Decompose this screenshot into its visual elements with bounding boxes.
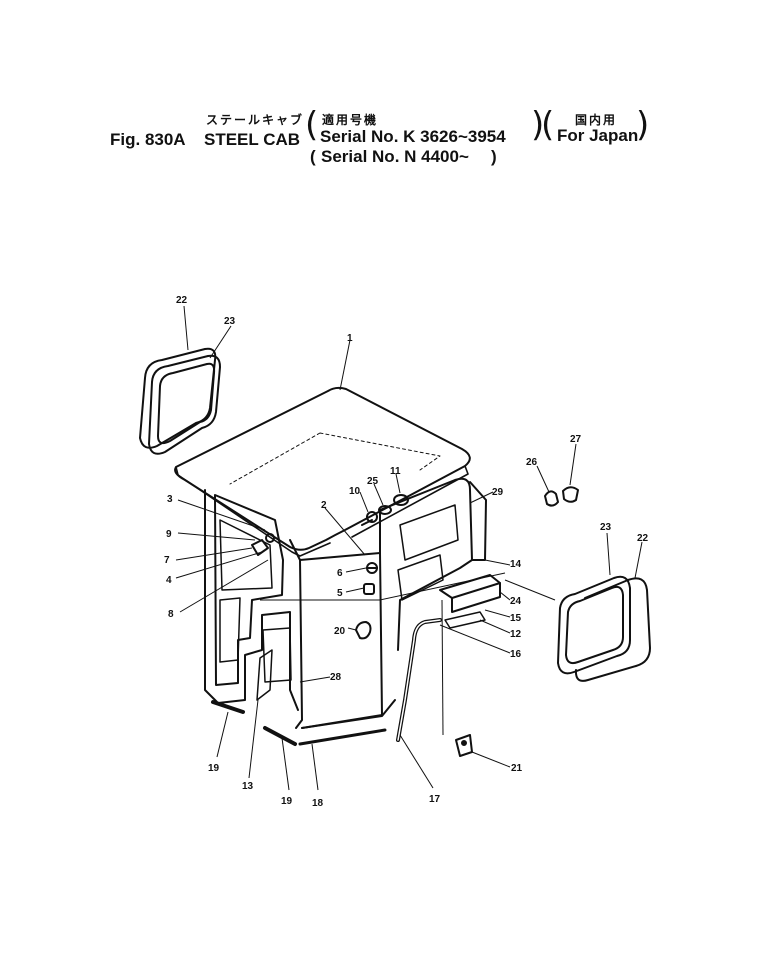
callout-28: 28 xyxy=(330,672,342,683)
callout-11: 11 xyxy=(390,466,401,477)
callout-1: 1 xyxy=(347,333,353,344)
callout-labels: 22 23 1 3 9 7 4 8 2 25 11 10 6 5 20 29 2… xyxy=(164,295,649,809)
latch-parts-left xyxy=(251,533,275,701)
applicable-label-jp: 適用号機 xyxy=(322,113,379,127)
weatherstrip-17 xyxy=(396,618,442,742)
callout-2: 2 xyxy=(321,500,327,511)
close-paren-2: ) xyxy=(636,105,650,145)
callout-27: 27 xyxy=(570,434,582,445)
callout-21: 21 xyxy=(511,763,523,774)
serial-range-2-open: ( xyxy=(310,147,316,166)
right-window-glass xyxy=(574,577,651,682)
callout-15: 15 xyxy=(510,613,522,624)
callout-4: 4 xyxy=(166,575,172,586)
callout-29: 29 xyxy=(492,487,504,498)
serial-range-2-close: ) xyxy=(491,147,497,166)
rod-19-left xyxy=(211,700,245,714)
hinge-bracket-26 xyxy=(544,490,559,507)
figure-number: Fig. 830A xyxy=(110,130,186,149)
callout-19-left: 19 xyxy=(208,763,220,774)
close-paren: ) xyxy=(531,105,545,145)
callout-3: 3 xyxy=(167,494,173,505)
roof-latch-parts xyxy=(355,494,409,640)
open-paren: ( xyxy=(305,105,319,145)
figure-title: STEEL CAB xyxy=(204,130,301,149)
callout-25: 25 xyxy=(367,476,379,487)
callout-13: 13 xyxy=(242,781,254,792)
callout-9: 9 xyxy=(166,529,172,540)
callout-26: 26 xyxy=(526,457,538,468)
callout-23-right: 23 xyxy=(600,522,612,533)
title-japanese: ステールキャブ xyxy=(206,113,305,127)
callout-19-right: 19 xyxy=(281,796,293,807)
callout-7: 7 xyxy=(164,555,170,566)
rear-shelf-panel xyxy=(439,574,501,629)
callout-14: 14 xyxy=(510,559,522,570)
callout-23-left: 23 xyxy=(224,316,236,327)
open-paren-2: ( xyxy=(541,105,555,145)
leader-lines xyxy=(175,305,643,791)
for-japan-label: For Japan xyxy=(557,126,639,145)
callout-22-right: 22 xyxy=(637,533,649,544)
callout-8: 8 xyxy=(168,609,174,620)
callout-16: 16 xyxy=(510,649,522,660)
rod-19-right xyxy=(263,726,297,746)
strip-18 xyxy=(298,728,387,746)
callout-12: 12 xyxy=(510,629,522,640)
bracket-21 xyxy=(455,734,473,757)
callout-6: 6 xyxy=(337,568,343,579)
callout-20: 20 xyxy=(334,626,346,637)
callout-10: 10 xyxy=(349,486,361,497)
callout-18: 18 xyxy=(312,798,324,809)
cab-frame xyxy=(204,477,487,729)
callout-22-left: 22 xyxy=(176,295,188,306)
callout-17: 17 xyxy=(429,794,441,805)
roof-panel xyxy=(174,386,471,557)
callout-24: 24 xyxy=(510,596,522,607)
knob-27 xyxy=(562,486,579,503)
domestic-label-jp: 国内用 xyxy=(575,113,618,127)
serial-range-1: Serial No. K 3626~3954 xyxy=(320,127,506,146)
serial-range-2: Serial No. N 4400~ xyxy=(321,147,469,166)
callout-5: 5 xyxy=(337,588,343,599)
left-window-seal xyxy=(148,354,221,455)
right-window-seal xyxy=(557,575,631,675)
